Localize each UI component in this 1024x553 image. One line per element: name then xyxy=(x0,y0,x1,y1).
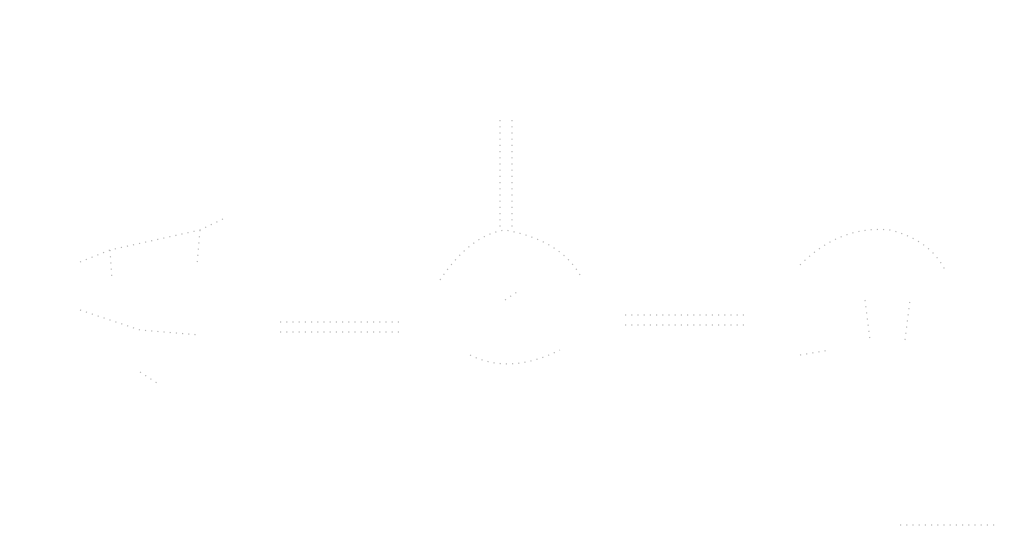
second-arrow-label xyxy=(625,314,745,326)
left-structure xyxy=(79,217,226,386)
left-structure-outline xyxy=(79,217,226,386)
first-arrow-label xyxy=(280,321,400,333)
first-label-dots xyxy=(280,321,400,333)
center-vertical-bond xyxy=(499,120,513,230)
right-structure-outline xyxy=(799,228,946,356)
second-label-dots xyxy=(625,314,745,326)
center-structure xyxy=(439,120,581,365)
center-ring-outline xyxy=(439,229,581,365)
right-structure xyxy=(799,228,946,356)
